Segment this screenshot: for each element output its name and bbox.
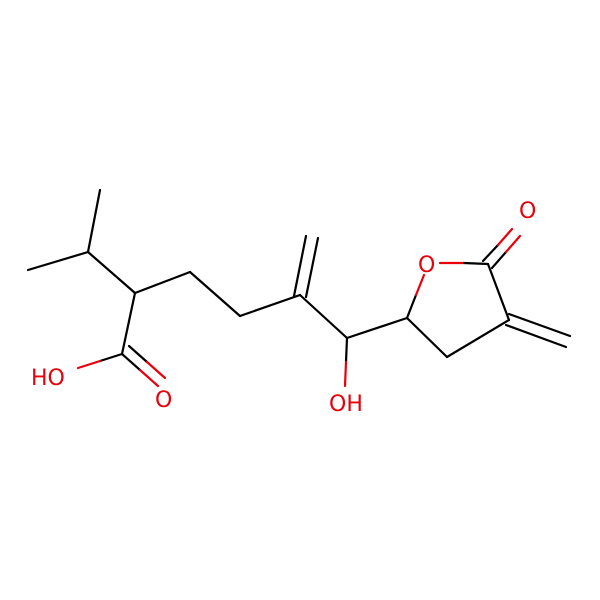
bond-methyl-left (26, 250, 90, 272)
bond-lactone-carbonyl-b-o (504, 234, 522, 254)
bond-lactone-carbonyl-a-c (481, 243, 500, 263)
bond-chain-3 (298, 293, 349, 340)
bond-carbinol-to-ring (345, 316, 409, 340)
bond-methyl-top (86, 188, 102, 254)
bond-alpha-carbon-to-chain (133, 270, 192, 295)
bond-ring-c4-c5 (405, 316, 449, 359)
bond-carbonyl-acid-a-o (138, 368, 160, 388)
bond-alpha-to-carboxyl (120, 291, 137, 356)
bond-lactone-carbonyl-a-o (496, 227, 514, 247)
bond-lactone-carbonyl-b-c (490, 250, 508, 270)
bond-chain-1 (188, 270, 242, 318)
bond-carbonyl-acid-a-c (120, 352, 142, 372)
bond-ring-c5-o-o (414, 273, 426, 297)
bond-carbonyl-acid-b-o (145, 360, 167, 380)
bond-ring-c5-o-c (405, 293, 418, 320)
bond-carboxyl-to-oh-o (76, 359, 102, 370)
bond-ring-methylene-a (507, 312, 572, 338)
bond-carbinol-to-oh-c (344, 336, 349, 364)
atom-label-o-lactone-carbonyl: O (519, 199, 536, 224)
atom-label-ho-acid: HO (31, 366, 65, 391)
bond-carbonyl-acid-b-c (127, 344, 149, 364)
atom-label-oh-alcohol: OH (329, 392, 363, 417)
bond-methylene-1a (292, 234, 308, 298)
bond-carboxyl-to-oh-c (98, 352, 124, 363)
bond-chain-2 (238, 293, 302, 318)
atom-label-o-ring: O (418, 253, 435, 278)
bond-ring-c2-c3 (486, 262, 511, 322)
bond-isopropyl-ch (86, 250, 137, 295)
atom-label-o-acid-carbonyl: O (155, 388, 172, 413)
bond-methylene-1b (304, 236, 320, 299)
bond-ring-c3-c4 (445, 318, 511, 359)
bond-ring-methylene-b (504, 323, 568, 349)
bond-carbinol-to-oh-o (343, 360, 348, 388)
bond-ring-o-c2-c (462, 261, 490, 266)
